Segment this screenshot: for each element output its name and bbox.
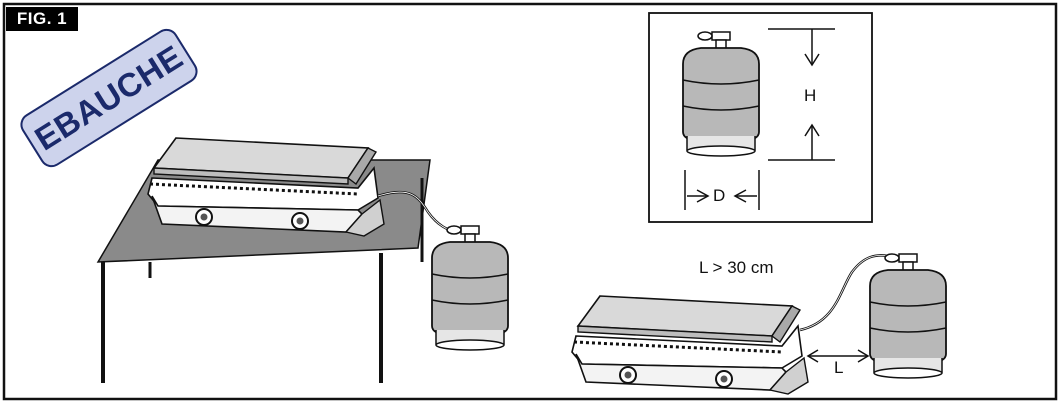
distance-dimension (806, 349, 870, 363)
griddle-on-table (146, 136, 386, 238)
height-dimension (768, 28, 835, 161)
gas-cylinder-inset (682, 31, 760, 157)
griddle-on-ground (570, 294, 810, 396)
gas-cylinder-left (431, 225, 509, 351)
distance-label: L (834, 358, 844, 377)
figure-label: FIG. 1 (6, 7, 78, 31)
gas-cylinder-right (869, 253, 947, 379)
height-label: H (804, 86, 817, 105)
diameter-dimension (684, 170, 760, 210)
diameter-label: D (713, 186, 726, 205)
distance-rule-label: L > 30 cm (699, 258, 774, 277)
dimension-inset (648, 12, 873, 223)
